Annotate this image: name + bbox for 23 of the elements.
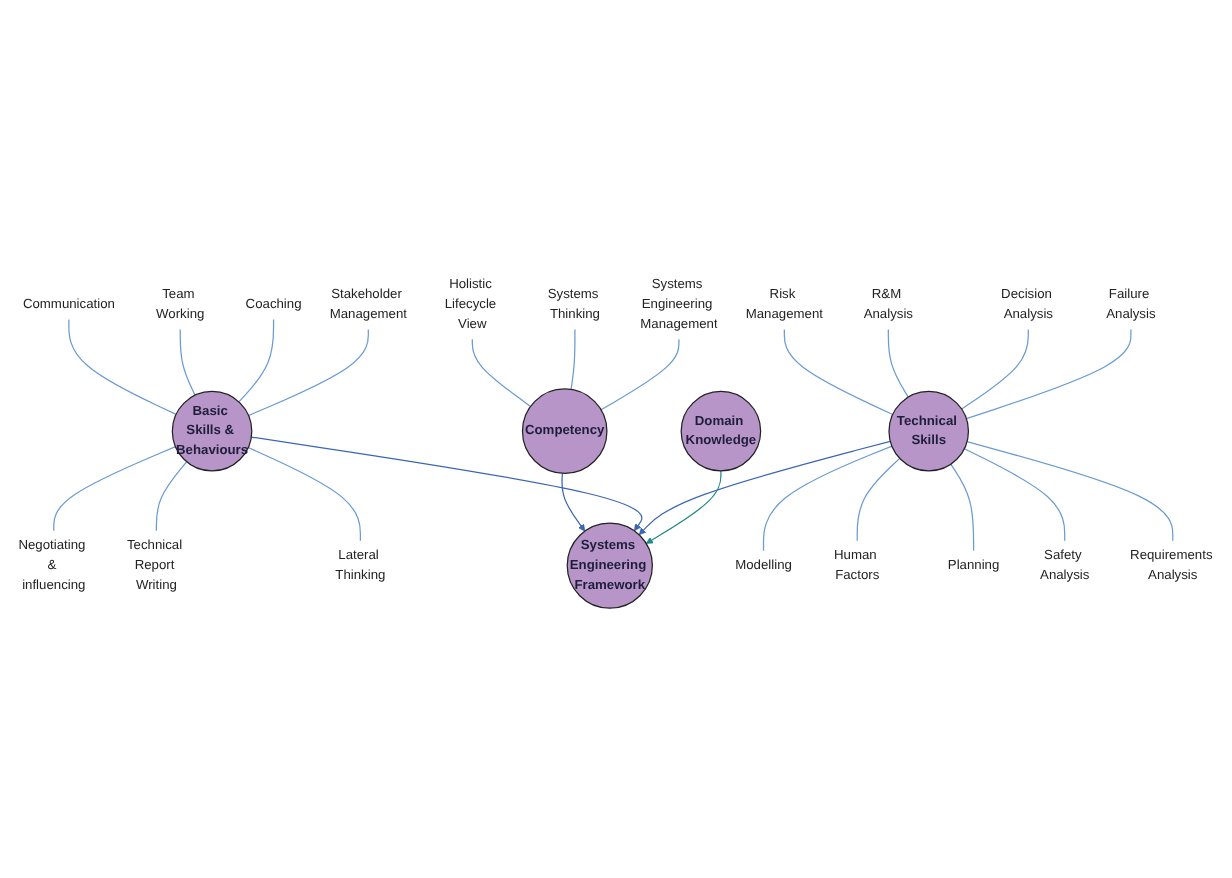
connector [762, 445, 893, 552]
connector [68, 318, 177, 415]
connector [856, 457, 901, 542]
connector [570, 328, 576, 391]
arrow [561, 472, 586, 532]
arrow [250, 436, 643, 532]
connector [247, 446, 361, 542]
connector [471, 338, 532, 407]
arrow [645, 470, 722, 544]
connector [950, 463, 975, 552]
connector [53, 446, 177, 532]
connector [965, 328, 1132, 420]
connector [155, 461, 188, 532]
connector [600, 338, 680, 411]
connector [783, 328, 894, 416]
connector [887, 328, 909, 398]
connector [963, 448, 1066, 542]
connector [247, 328, 369, 417]
arrow [638, 440, 891, 536]
connector [179, 328, 196, 396]
connector [961, 328, 1029, 410]
connector [966, 441, 1174, 542]
connector [238, 318, 275, 403]
